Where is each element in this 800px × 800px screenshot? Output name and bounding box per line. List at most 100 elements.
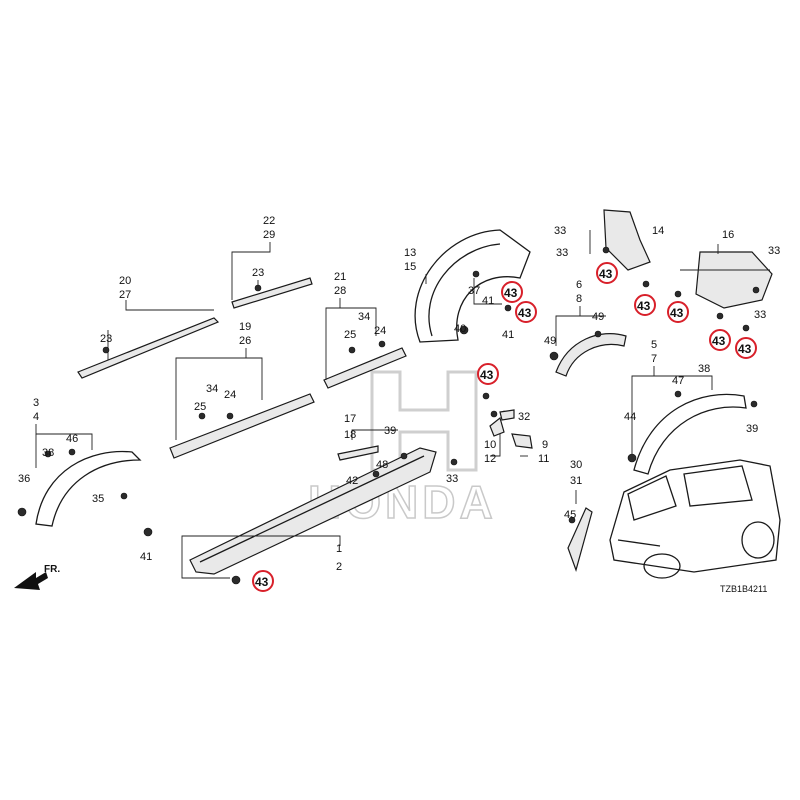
highlight-43-cover-a[interactable]: 43 <box>667 301 689 323</box>
callout-23-front: 23 <box>100 333 112 345</box>
callout-31: 31 <box>570 475 582 487</box>
svg-text:43: 43 <box>255 575 269 589</box>
callout-25-rear: 25 <box>344 329 356 341</box>
pillar-garnish <box>567 507 593 572</box>
callout-39-sill: 39 <box>384 425 396 437</box>
rear-splash-shield-upper <box>603 209 651 271</box>
highlight-43-splash-shield[interactable]: 43 <box>596 262 618 284</box>
side-sill-garnish <box>189 447 437 575</box>
highlight-43-bracket[interactable]: 43 <box>477 363 499 385</box>
callout-10: 10 <box>484 439 496 451</box>
svg-text:43: 43 <box>504 286 518 300</box>
callout-46: 46 <box>66 433 78 445</box>
highlight-43-liner-b[interactable]: 43 <box>515 301 537 323</box>
callout-labels: 1 2 3 4 5 7 6 8 9 11 10 12 13 15 14 16 1… <box>18 215 780 573</box>
callout-19: 19 <box>239 321 251 333</box>
highlight-43-cover-c[interactable]: 43 <box>735 337 757 359</box>
callout-41-front: 41 <box>140 551 152 563</box>
svg-text:43: 43 <box>670 306 684 320</box>
callout-48: 48 <box>376 459 388 471</box>
callout-15: 15 <box>404 261 416 273</box>
callout-3: 3 <box>33 397 39 409</box>
callout-11: 11 <box>538 453 549 465</box>
callout-5: 5 <box>651 339 657 351</box>
callout-6: 6 <box>576 279 582 291</box>
fastener-clips <box>17 246 760 585</box>
callout-49-left: 49 <box>544 335 556 347</box>
highlight-43-liner-a[interactable]: 43 <box>501 281 523 303</box>
front-direction-arrow: FR. <box>14 564 60 590</box>
leader-lines <box>35 230 770 579</box>
sill-brackets <box>489 409 533 449</box>
callout-17: 17 <box>344 413 356 425</box>
drawing-code: TZB1B4211 <box>720 584 767 594</box>
callout-34-front: 34 <box>206 383 218 395</box>
callout-49-right: 49 <box>592 311 604 323</box>
callout-35: 35 <box>92 493 104 505</box>
upper-molding-front <box>77 317 220 379</box>
callout-38-rear: 38 <box>698 363 710 375</box>
callout-33-sill: 33 <box>446 473 458 485</box>
callout-36: 36 <box>18 473 30 485</box>
svg-text:43: 43 <box>518 306 532 320</box>
sill-seal-strip <box>337 445 379 461</box>
callout-33-middle: 33 <box>556 247 568 259</box>
callout-33-cover-top: 33 <box>768 245 780 257</box>
callout-33-cover-bottom: 33 <box>754 309 766 321</box>
callout-2: 2 <box>336 561 342 573</box>
callout-41-liner-lower: 41 <box>502 329 514 341</box>
door-molding-rear <box>323 347 407 389</box>
highlight-43-sill[interactable]: 43 <box>252 570 274 592</box>
highlight-43-shield-lower[interactable]: 43 <box>634 294 656 316</box>
callout-23-rear: 23 <box>252 267 264 279</box>
callout-28: 28 <box>334 285 346 297</box>
svg-text:43: 43 <box>738 342 752 356</box>
callout-42: 42 <box>346 475 358 487</box>
callout-21: 21 <box>334 271 346 283</box>
highlight-43-cover-b[interactable]: 43 <box>709 329 731 351</box>
front-fender-liner <box>414 229 531 343</box>
svg-text:43: 43 <box>637 299 651 313</box>
callout-33-upper: 33 <box>554 225 566 237</box>
callout-1: 1 <box>336 543 342 555</box>
callout-39-rear: 39 <box>746 423 758 435</box>
svg-text:43: 43 <box>599 267 613 281</box>
rear-wheel-arch-molding <box>633 393 747 475</box>
callout-9: 9 <box>542 439 548 451</box>
callout-41-liner: 41 <box>482 295 494 307</box>
callout-34-rear: 34 <box>358 311 370 323</box>
callout-30: 30 <box>570 459 582 471</box>
callout-26: 26 <box>239 335 251 347</box>
callout-7: 7 <box>651 353 657 365</box>
front-mud-flap <box>555 333 627 377</box>
direction-label: FR. <box>44 564 60 575</box>
callout-18: 18 <box>344 429 356 441</box>
front-wheel-arch-molding <box>35 450 142 527</box>
callout-24-front: 24 <box>224 389 236 401</box>
callout-29: 29 <box>263 229 275 241</box>
callout-25-front: 25 <box>194 401 206 413</box>
svg-text:43: 43 <box>480 368 494 382</box>
callout-12: 12 <box>484 453 496 465</box>
callout-20: 20 <box>119 275 131 287</box>
callout-13: 13 <box>404 247 416 259</box>
callout-40: 40 <box>454 323 466 335</box>
upper-molding-rear <box>231 277 313 309</box>
vehicle-illustration <box>609 459 781 579</box>
callout-38-front: 38 <box>42 447 54 459</box>
highlighted-callouts: 43 43 43 43 43 43 43 43 <box>252 262 757 592</box>
callout-45: 45 <box>564 509 576 521</box>
callout-4: 4 <box>33 411 39 423</box>
rear-under-cover <box>695 251 773 309</box>
callout-24-rear: 24 <box>374 325 386 337</box>
callout-16: 16 <box>722 229 734 241</box>
svg-text:43: 43 <box>712 334 726 348</box>
callout-14: 14 <box>652 225 664 237</box>
callout-37: 37 <box>468 285 480 297</box>
callout-32: 32 <box>518 411 530 423</box>
callout-27: 27 <box>119 289 131 301</box>
callout-44: 44 <box>624 411 636 423</box>
callout-22: 22 <box>263 215 275 227</box>
